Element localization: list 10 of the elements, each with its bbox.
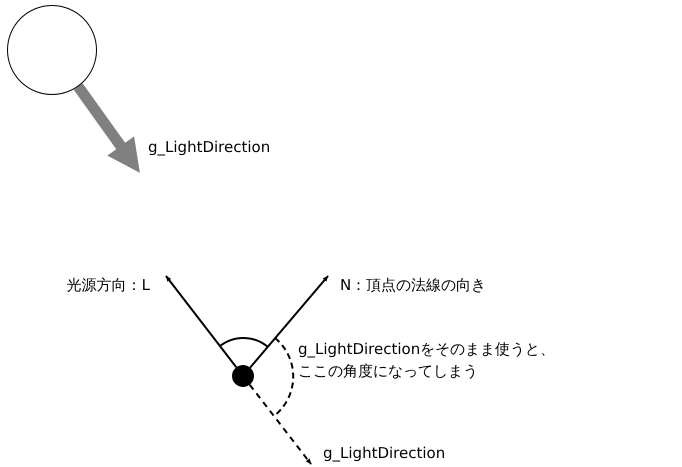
arrow xyxy=(165,275,238,368)
note-text: g_LightDirectionをそのまま使うと、ここの角度になってしまう xyxy=(298,339,556,382)
vector-label: g_LightDirection xyxy=(323,444,446,462)
vector-label: g_LightDirection xyxy=(148,137,270,158)
vector-label: N：頂点の法線の向き xyxy=(340,276,486,294)
arrow xyxy=(74,83,140,173)
arrow xyxy=(249,275,329,368)
arrow xyxy=(248,384,312,465)
point-dot xyxy=(232,365,254,387)
vector-label: 光源方向：L xyxy=(66,276,150,294)
